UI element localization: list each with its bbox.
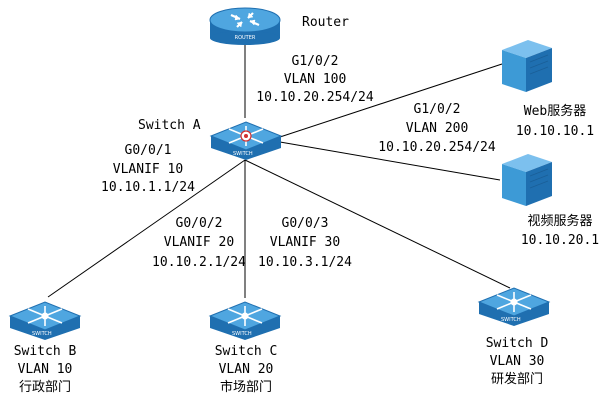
server-link-vlan: VLAN 200 [405, 121, 469, 136]
link-switch-a-video-server [279, 141, 501, 181]
switch-d-badge: SWITCH [501, 317, 521, 323]
link-switch-a-switch-b [47, 159, 246, 298]
link-b-port: G0/0/1 [124, 143, 172, 158]
router-icon: ROUTER [209, 7, 281, 45]
switch-a-badge: SWITCH [233, 151, 253, 157]
router-badge: ROUTER [235, 35, 256, 41]
link-b-ip: 10.10.1.1/24 [101, 180, 195, 195]
web-server-ip: 10.10.10.1 [515, 124, 595, 139]
switch-c-label: Switch C [214, 344, 278, 359]
switch-b-vlan: VLAN 10 [17, 362, 73, 377]
link-d-port: G0/0/3 [281, 216, 329, 231]
video-server-ip: 10.10.20.1 [520, 233, 600, 248]
link-switch-a-web-server [279, 63, 503, 138]
link-c-ip: 10.10.2.1/24 [152, 255, 246, 270]
web-server-name: Web服务器 [523, 104, 587, 119]
link-c-vlanif: VLANIF 20 [163, 235, 235, 250]
link-b-vlanif: VLANIF 10 [112, 162, 184, 177]
switch-d-label: Switch D [485, 336, 549, 351]
switch-c-dept: 市场部门 [219, 380, 273, 395]
switch-c-icon: SWITCH [208, 301, 282, 340]
video-server-name: 视频服务器 [527, 214, 593, 229]
uplink-ip: 10.10.20.254/24 [256, 90, 374, 105]
link-d-vlanif: VLANIF 30 [269, 235, 341, 250]
router-label: Router [302, 15, 349, 30]
video-server-icon [502, 154, 552, 206]
switch-b-icon: SWITCH [8, 301, 82, 340]
link-d-ip: 10.10.3.1/24 [258, 255, 352, 270]
switch-d-vlan: VLAN 30 [489, 354, 545, 369]
switch-c-badge: SWITCH [232, 331, 252, 337]
uplink-vlan: VLAN 100 [283, 72, 347, 87]
switch-d-icon: SWITCH [477, 287, 551, 326]
switch-b-badge: SWITCH [32, 331, 52, 337]
link-c-port: G0/0/2 [175, 216, 223, 231]
switch-d-dept: 研发部门 [490, 372, 544, 387]
switch-b-dept: 行政部门 [18, 380, 72, 395]
server-link-ip: 10.10.20.254/24 [378, 140, 496, 155]
switch-c-vlan: VLAN 20 [218, 362, 274, 377]
switch-a-label: Switch A [138, 118, 201, 133]
link-switch-a-switch-d [244, 159, 511, 289]
switch-b-label: Switch B [13, 344, 77, 359]
server-link-port: G1/0/2 [413, 102, 461, 117]
switch-a-icon: SWITCH [209, 121, 283, 160]
uplink-port: G1/0/2 [291, 54, 339, 69]
web-server-icon [502, 40, 552, 92]
